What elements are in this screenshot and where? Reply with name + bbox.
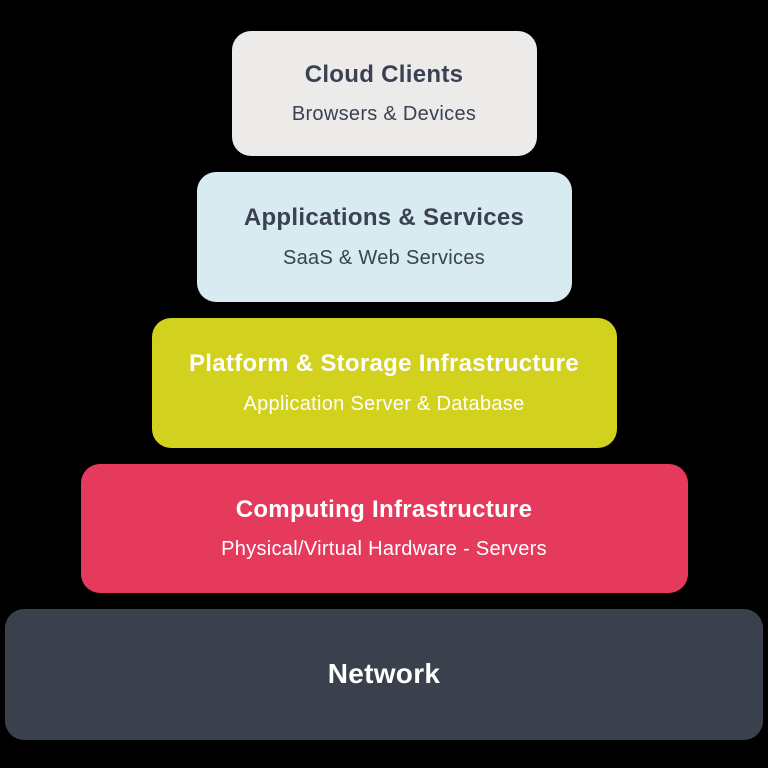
layer-subtitle: Browsers & Devices — [291, 103, 477, 126]
layer-subtitle: Application Server & Database — [243, 392, 525, 415]
layer-title: Network — [327, 658, 441, 690]
layer-title: Computing Infrastructure — [235, 495, 533, 523]
layer-applications-services: Applications & Services SaaS & Web Servi… — [196, 172, 572, 302]
layer-title: Platform & Storage Infrastructure — [189, 350, 579, 378]
layer-network: Network — [5, 609, 763, 740]
layer-platform-storage-infrastructure: Platform & Storage Infrastructure Applic… — [151, 318, 617, 448]
layer-subtitle: Physical/Virtual Hardware - Servers — [221, 538, 547, 561]
layer-cloud-clients: Cloud Clients Browsers & Devices — [231, 31, 537, 156]
layer-title: Cloud Clients — [304, 60, 464, 88]
layer-computing-infrastructure: Computing Infrastructure Physical/Virtua… — [80, 464, 688, 593]
layer-title: Applications & Services — [243, 204, 525, 232]
layer-subtitle: SaaS & Web Services — [282, 246, 486, 269]
